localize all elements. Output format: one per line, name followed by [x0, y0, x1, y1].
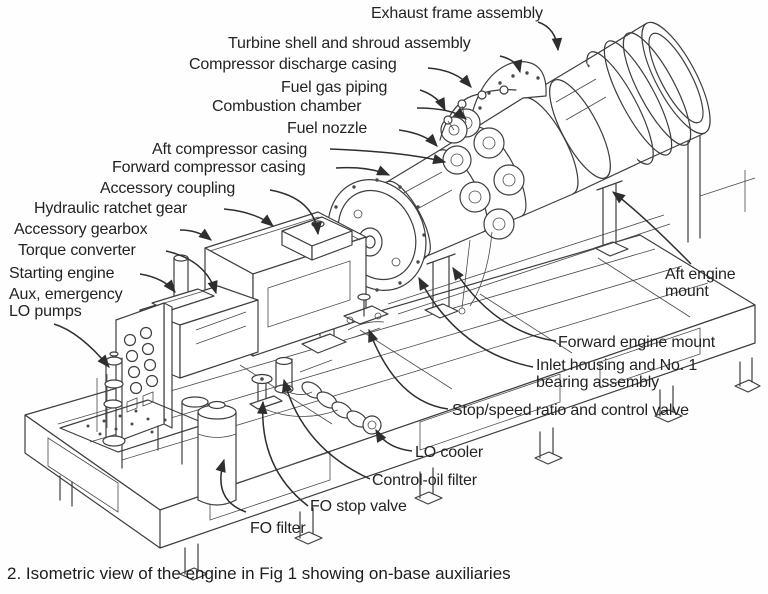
label-stop-speed-ratio-valve: Stop/speed ratio and control valve: [452, 402, 689, 419]
label-fo-stop-valve: FO stop valve: [310, 498, 407, 515]
leader-compressor-discharge-casing: [427, 67, 472, 88]
label-torque-converter: Torque converter: [18, 242, 136, 259]
leader-hydraulic-ratchet-gear: [223, 208, 275, 227]
label-hydraulic-ratchet-gear: Hydraulic ratchet gear: [34, 200, 188, 217]
label-lo-cooler: LO cooler: [415, 444, 484, 461]
leader-starting-engine: [139, 273, 176, 294]
label-fo-filter: FO filter: [250, 520, 306, 537]
label-aft-engine-mount: Aft engine mount: [665, 266, 736, 301]
control-panel: [115, 302, 173, 469]
aft-engine-mount-part: [594, 180, 629, 257]
leader-accessory-coupling: [269, 189, 322, 236]
forward-engine-mount-part: [424, 253, 459, 319]
label-control-oil-filter: Control-oil filter: [372, 472, 477, 489]
label-aux-emergency-lo-pumps: Aux, emergency LO pumps: [9, 286, 123, 321]
leader-aft-compressor-casing: [329, 148, 447, 165]
label-inlet-housing: Inlet housing and No. 1 bearing assembly: [536, 357, 698, 392]
label-fuel-nozzle: Fuel nozzle: [287, 120, 368, 137]
label-forward-engine-mount: Forward engine mount: [558, 334, 716, 351]
figure-caption: 2. Isometric view of the engine in Fig 1…: [7, 564, 511, 583]
label-turbine-shell: Turbine shell and shroud assembly: [228, 35, 471, 52]
label-exhaust-frame-assembly: Exhaust frame assembly: [371, 5, 543, 22]
exhaust-frame: [580, 21, 711, 165]
leader-exhaust-frame-assembly: [537, 21, 563, 52]
accessory-gearbox-part: [204, 211, 367, 357]
label-starting-engine: Starting engine: [9, 265, 115, 282]
skid-legs: [59, 357, 761, 581]
label-accessory-coupling: Accessory coupling: [100, 180, 236, 197]
leader-torque-converter: [165, 250, 218, 295]
leader-control-oil-filter: [281, 378, 371, 480]
leader-lo-cooler: [375, 428, 413, 452]
leader-forward-compressor-casing: [335, 165, 391, 176]
leader-turbine-shell: [499, 55, 523, 74]
label-accessory-gearbox: Accessory gearbox: [14, 221, 148, 238]
leader-fuel-gas-piping: [419, 89, 446, 112]
label-fuel-gas-piping: Fuel gas piping: [281, 79, 388, 96]
leader-inlet-housing: [418, 276, 534, 368]
leader-stop-speed-ratio-valve: [368, 328, 449, 410]
auxiliaries: [59, 211, 389, 506]
gas-turbine-engine: [327, 21, 711, 319]
label-forward-compressor-casing: Forward compressor casing: [112, 159, 306, 176]
leader-aft-engine-mount: [611, 191, 692, 265]
leader-combustion-chamber: [416, 107, 468, 120]
fo-filter-part: [181, 396, 237, 506]
label-combustion-chamber: Combustion chamber: [212, 98, 362, 115]
lo-pumps-part: [96, 351, 126, 447]
leader-fuel-nozzle: [398, 129, 438, 147]
leader-forward-engine-mount: [452, 266, 557, 342]
leader-aux-emergency-lo-pumps: [53, 323, 110, 369]
stop-speed-valve-part: [343, 293, 389, 339]
label-aft-compressor-casing: Aft compressor casing: [152, 141, 308, 158]
leader-accessory-gearbox: [179, 228, 213, 241]
leader-fo-filter: [215, 458, 247, 513]
leader-fo-stop-valve: [257, 400, 309, 507]
label-compressor-discharge-casing: Compressor discharge casing: [189, 56, 397, 73]
leader-arrows: [53, 21, 692, 513]
